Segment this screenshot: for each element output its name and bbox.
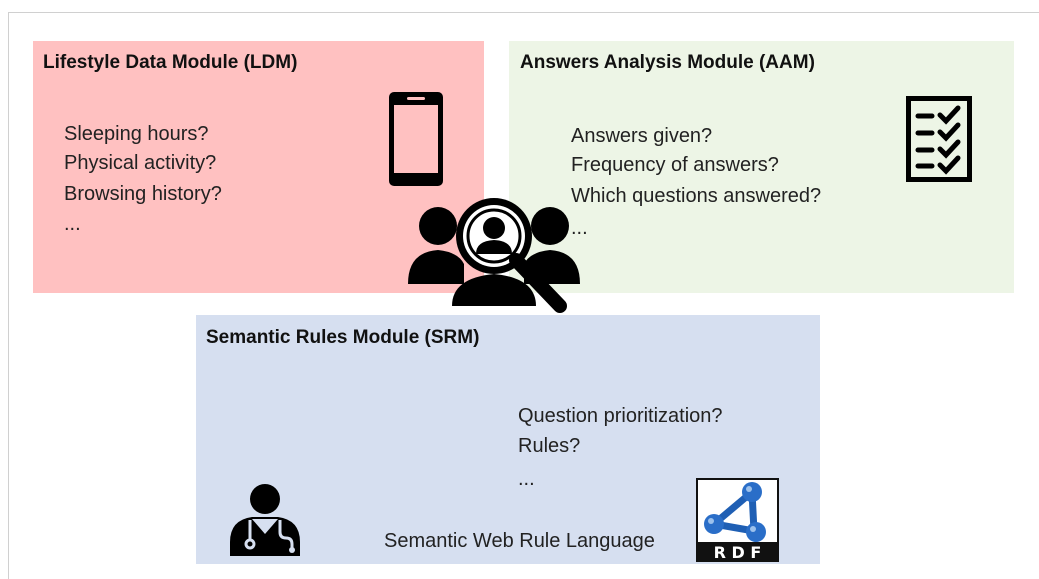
aam-item: Answers given? (571, 125, 713, 147)
ldm-item: Browsing history? (64, 183, 222, 205)
swrl-label: Semantic Web Rule Language (384, 530, 655, 552)
smartphone-icon (389, 92, 443, 186)
user-group-search-icon (408, 198, 580, 313)
ldm-item: Sleeping hours? (64, 123, 209, 145)
aam-title: Answers Analysis Module (AAM) (520, 52, 815, 73)
checklist-icon (906, 96, 972, 182)
srm-title: Semantic Rules Module (SRM) (206, 327, 480, 348)
aam-box: Answers Analysis Module (AAM) Answers gi… (509, 41, 1014, 293)
aam-item: Which questions answered? (571, 185, 822, 207)
srm-box: Semantic Rules Module (SRM) Question pri… (196, 315, 820, 564)
ldm-title: Lifestyle Data Module (LDM) (43, 52, 298, 73)
ldm-item: Physical activity? (64, 152, 217, 174)
aam-item: ... (571, 217, 588, 239)
rdf-logo-text: R D F (714, 543, 762, 562)
doctor-icon (230, 484, 300, 556)
ldm-box: Lifestyle Data Module (LDM) Sleeping hou… (33, 41, 484, 293)
rdf-logo-icon: R D F (696, 478, 779, 562)
srm-item: ... (518, 468, 535, 490)
figure-frame (8, 12, 1039, 579)
aam-item: Frequency of answers? (571, 154, 779, 176)
ldm-item: ... (64, 213, 81, 235)
srm-item: Question prioritization? (518, 405, 723, 427)
srm-item: Rules? (518, 435, 581, 457)
